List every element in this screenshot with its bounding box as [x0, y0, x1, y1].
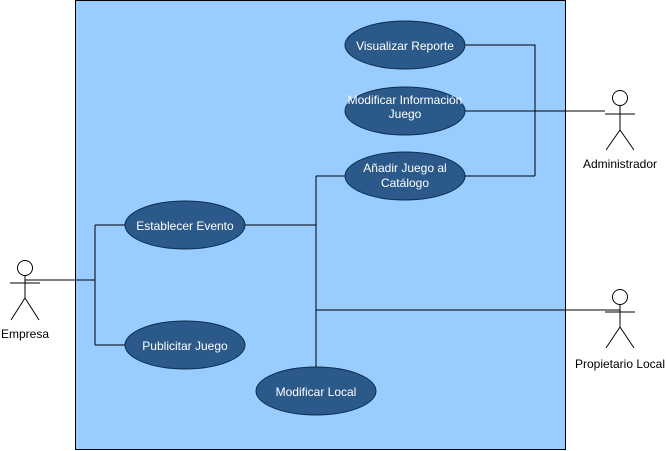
actor-body-icon: [605, 304, 635, 349]
usecase-establecer-evento: Establecer Evento: [124, 200, 246, 250]
usecase-modificar-informacion-juego: Modificar Información Juego: [344, 86, 466, 136]
actor-label-administrador: Administrador: [583, 157, 657, 171]
usecase-label: Publicitar Juego: [142, 339, 228, 353]
usecase-label: Establecer Evento: [136, 219, 234, 233]
usecase-label: Añadir Juego al: [363, 161, 446, 175]
usecase-label: Catálogo: [381, 176, 429, 190]
connector-lines: [25, 44, 620, 368]
line-visualizar-to-admin: [465, 44, 536, 176]
usecase-modificar-local: Modificar Local: [255, 366, 377, 416]
actor-head-icon: [612, 90, 628, 106]
usecase-label: Modificar Local: [276, 385, 357, 399]
actor-empresa: [10, 260, 40, 321]
usecase-label: Juego: [389, 107, 422, 121]
usecase-publicitar-juego: Publicitar Juego: [124, 320, 246, 370]
actor-head-icon: [612, 289, 628, 305]
actor-body-icon: [605, 105, 635, 151]
actor-head-icon: [17, 260, 33, 276]
usecase-anadir-juego-catalogo: Añadir Juego al Catálogo: [344, 151, 466, 201]
actor-label-propietario: Propietario Local: [575, 357, 665, 371]
actor-administrador: [605, 90, 635, 151]
actor-label-empresa: Empresa: [1, 327, 49, 341]
actor-body-icon: [10, 275, 40, 321]
usecase-visualizar-reporte: Visualizar Reporte: [344, 20, 466, 70]
usecase-label: Visualizar Reporte: [356, 39, 454, 53]
usecase-label: Modificar Información: [348, 93, 463, 107]
actor-propietario-local: [605, 289, 635, 349]
